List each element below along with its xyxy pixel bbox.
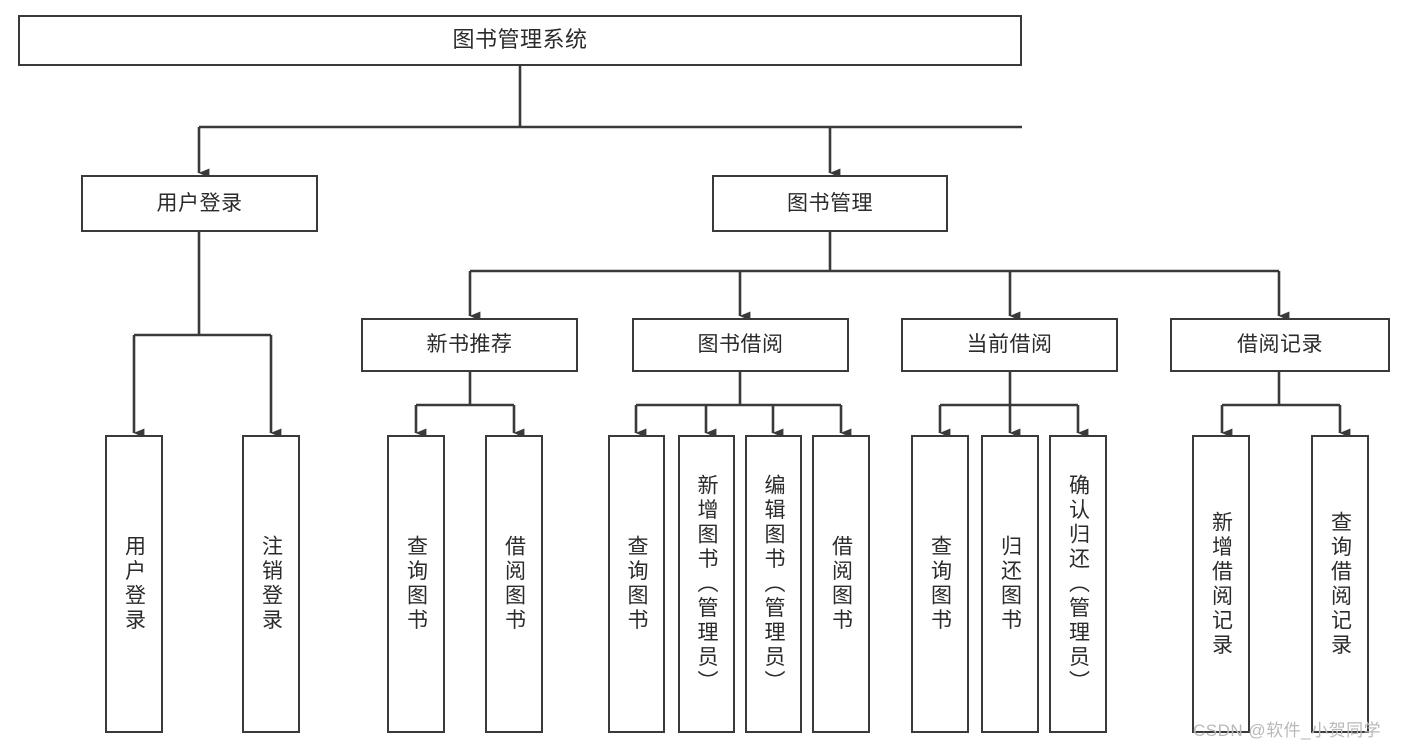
node-user-login[interactable]: 用户登录 bbox=[81, 175, 318, 232]
node-label: 当前借阅 bbox=[966, 333, 1053, 357]
node-label: 查询图书 bbox=[928, 535, 952, 633]
leaf-borrow-book-recommend[interactable]: 借阅图书 bbox=[485, 435, 543, 733]
node-label: 图书借阅 bbox=[697, 333, 784, 357]
node-book-manage[interactable]: 图书管理 bbox=[712, 175, 948, 232]
node-label: 查询借阅记录 bbox=[1328, 510, 1352, 658]
node-label: 新增借阅记录 bbox=[1209, 510, 1233, 658]
watermark-text: CSDN @软件_小贺同学 bbox=[1193, 721, 1382, 740]
leaf-query-borrow-record[interactable]: 查询借阅记录 bbox=[1311, 435, 1369, 733]
node-label: 图书管理系统 bbox=[452, 27, 588, 53]
node-label: 新增图书（管理员） bbox=[695, 473, 718, 695]
leaf-user-login[interactable]: 用户登录 bbox=[105, 435, 163, 733]
node-label: 归还图书 bbox=[998, 535, 1022, 633]
node-label: 编辑图书（管理员） bbox=[762, 473, 785, 695]
node-label: 借阅图书 bbox=[502, 535, 526, 633]
leaf-user-logout[interactable]: 注销登录 bbox=[242, 435, 300, 733]
node-label: 借阅记录 bbox=[1237, 333, 1323, 357]
node-borrow-record[interactable]: 借阅记录 bbox=[1170, 318, 1390, 372]
node-label: 查询图书 bbox=[404, 535, 428, 633]
leaf-borrow-book[interactable]: 借阅图书 bbox=[812, 435, 870, 733]
node-current-borrow[interactable]: 当前借阅 bbox=[901, 318, 1118, 372]
leaf-add-borrow-record[interactable]: 新增借阅记录 bbox=[1192, 435, 1250, 733]
leaf-confirm-return[interactable]: 确认归还（管理员） bbox=[1049, 435, 1107, 733]
node-root-system[interactable]: 图书管理系统 bbox=[18, 15, 1022, 66]
node-label: 用户登录 bbox=[122, 535, 146, 633]
node-label: 用户登录 bbox=[156, 191, 243, 215]
leaf-edit-book[interactable]: 编辑图书（管理员） bbox=[745, 435, 802, 733]
leaf-query-book-borrow[interactable]: 查询图书 bbox=[608, 435, 665, 733]
node-label: 新书推荐 bbox=[426, 333, 513, 357]
node-label: 注销登录 bbox=[259, 535, 283, 633]
leaf-return-book[interactable]: 归还图书 bbox=[981, 435, 1039, 733]
leaf-query-book-recommend[interactable]: 查询图书 bbox=[387, 435, 445, 733]
leaf-query-book-current[interactable]: 查询图书 bbox=[911, 435, 969, 733]
node-book-borrow[interactable]: 图书借阅 bbox=[632, 318, 849, 372]
node-label: 图书管理 bbox=[787, 191, 873, 215]
node-label: 查询图书 bbox=[625, 535, 648, 633]
leaf-add-book[interactable]: 新增图书（管理员） bbox=[678, 435, 735, 733]
node-new-book-recommend[interactable]: 新书推荐 bbox=[361, 318, 578, 372]
node-label: 确认归还（管理员） bbox=[1066, 473, 1090, 695]
node-label: 借阅图书 bbox=[829, 535, 853, 633]
